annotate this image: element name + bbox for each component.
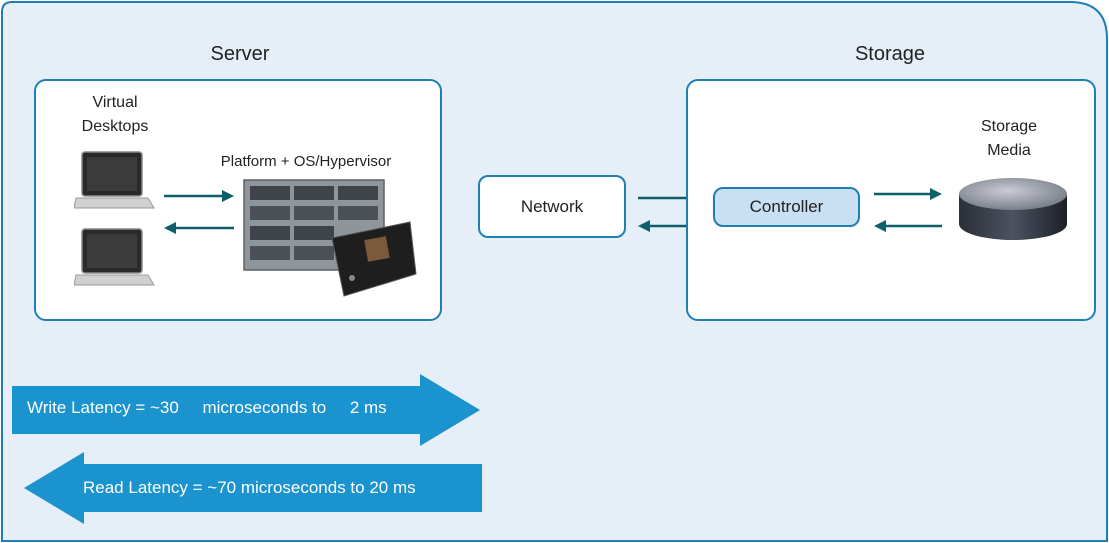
storage-media-label-line2: Media — [987, 142, 1031, 159]
server-chassis-icon — [243, 179, 417, 297]
network-node: Network — [478, 175, 626, 238]
read-latency-label: Read Latency = ~70 microseconds to 20 ms — [83, 478, 416, 497]
controller-media-arrows — [874, 188, 942, 232]
storage-disk-icon — [959, 178, 1067, 240]
virtual-desktops-label-line1: Virtual — [92, 94, 138, 111]
read-latency-arrow — [24, 452, 482, 524]
platform-label: Platform + OS/Hypervisor — [220, 153, 392, 170]
write-latency-arrow — [12, 374, 480, 446]
controller-node: Controller — [713, 187, 860, 227]
virtual-desktops-label-line2: Desktops — [81, 118, 149, 135]
server-io-arrows — [164, 190, 234, 234]
storage-title: Storage — [854, 43, 926, 65]
write-latency-label: Write Latency = ~30 microseconds to 2 ms — [27, 398, 387, 417]
server-title: Server — [210, 43, 270, 65]
laptop-icon — [74, 151, 155, 209]
storage-media-label-line1: Storage — [980, 118, 1038, 135]
laptop-icon — [74, 228, 155, 286]
